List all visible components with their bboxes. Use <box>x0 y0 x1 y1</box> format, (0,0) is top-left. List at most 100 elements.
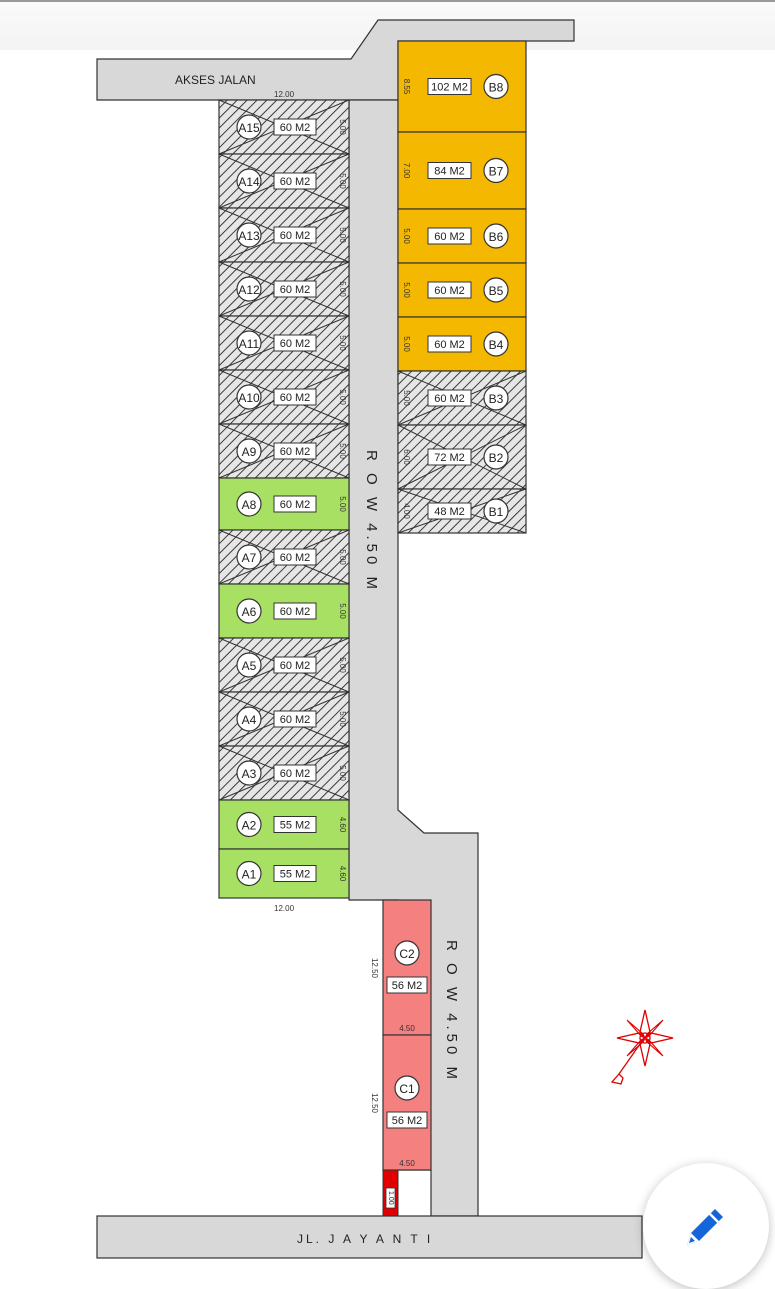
lot-id-circle <box>236 330 262 356</box>
dim-top-width: 12.00 <box>274 90 295 99</box>
lot-id-circle <box>236 168 262 194</box>
lot-depth: 5.00 <box>338 119 347 135</box>
lot-area-box <box>273 865 317 882</box>
lot-area-box <box>273 816 317 833</box>
lot-width: 4.50 <box>399 1159 415 1168</box>
lot-area: 84 M2 <box>434 166 465 178</box>
lot-depth: 5.00 <box>338 657 347 673</box>
lot-area: 60 M2 <box>280 499 311 511</box>
lot-id-circle <box>236 384 262 410</box>
lot-id: A7 <box>242 551 257 565</box>
lot-depth: 12.50 <box>370 958 379 979</box>
lot-area-box <box>273 280 317 298</box>
lot-id: C2 <box>399 947 415 961</box>
lot-area: 55 M2 <box>280 869 311 881</box>
lot-id: A14 <box>238 175 260 189</box>
row-label-main: R O W 4.50 M <box>363 450 380 593</box>
lot-depth: 5.00 <box>338 765 347 781</box>
lot-area-box <box>427 448 472 466</box>
lot-id-circle <box>483 223 509 249</box>
lot-id: B4 <box>489 338 504 352</box>
lot-id-circle <box>394 940 420 966</box>
lot-id: A6 <box>242 605 257 619</box>
lot-id: A8 <box>242 498 257 512</box>
lot-depth: 5.00 <box>402 390 411 406</box>
lot-id-circle <box>236 276 262 302</box>
lot-area: 60 M2 <box>434 285 465 297</box>
lot-id: A1 <box>242 868 257 882</box>
lot-id: A13 <box>238 229 260 243</box>
edit-fab-button[interactable] <box>643 1163 769 1289</box>
lot-depth: 12.50 <box>370 1093 379 1114</box>
lot-id-circle <box>483 277 509 303</box>
lot-id-circle <box>236 598 262 624</box>
lot-depth: 4.00 <box>402 503 411 519</box>
lot-width: 4.50 <box>399 1024 415 1033</box>
pencil-icon <box>687 1209 723 1245</box>
lot-area-box <box>273 334 317 352</box>
lot-depth: 4.60 <box>338 817 347 833</box>
lot-id: B2 <box>489 451 504 465</box>
lot-area-box <box>273 226 317 244</box>
lot-id: A9 <box>242 445 257 459</box>
lot-depth: 6.00 <box>402 449 411 465</box>
lot-a3[interactable]: A3 60 M2 5.00 <box>218 745 350 801</box>
lot-area: 60 M2 <box>434 231 465 243</box>
lot-area: 60 M2 <box>280 768 311 780</box>
lot-area: 60 M2 <box>280 552 311 564</box>
marker-box <box>385 1187 396 1209</box>
access-road-label: AKSES JALAN <box>175 73 256 87</box>
lot-area: 60 M2 <box>434 393 465 405</box>
lot-id-circle <box>483 498 509 524</box>
lot-depth: 5.00 <box>338 389 347 405</box>
lot-id: A3 <box>242 767 257 781</box>
lot-id: A2 <box>242 819 257 833</box>
lot-area-box <box>427 335 472 353</box>
lot-id-circle <box>236 438 262 464</box>
lot-id: A10 <box>238 391 260 405</box>
lot-id: B1 <box>489 505 504 519</box>
lot-area-box <box>273 710 317 728</box>
lot-depth: 5.00 <box>338 603 347 619</box>
lot-depth: 5.00 <box>338 281 347 297</box>
lot-id: A11 <box>239 337 260 351</box>
lot-id-circle <box>483 73 509 100</box>
lot-id-circle <box>483 385 509 411</box>
lot-depth: 5.00 <box>338 335 347 351</box>
lot-area-box <box>273 764 317 782</box>
lot-plot <box>382 899 432 1036</box>
lot-id-circle <box>236 760 262 786</box>
lot-id-circle <box>394 1075 420 1101</box>
lot-area-box <box>273 172 317 190</box>
lot-id-circle <box>236 114 262 140</box>
bottom-road-label: JL. J A Y A N T I <box>297 1232 433 1246</box>
